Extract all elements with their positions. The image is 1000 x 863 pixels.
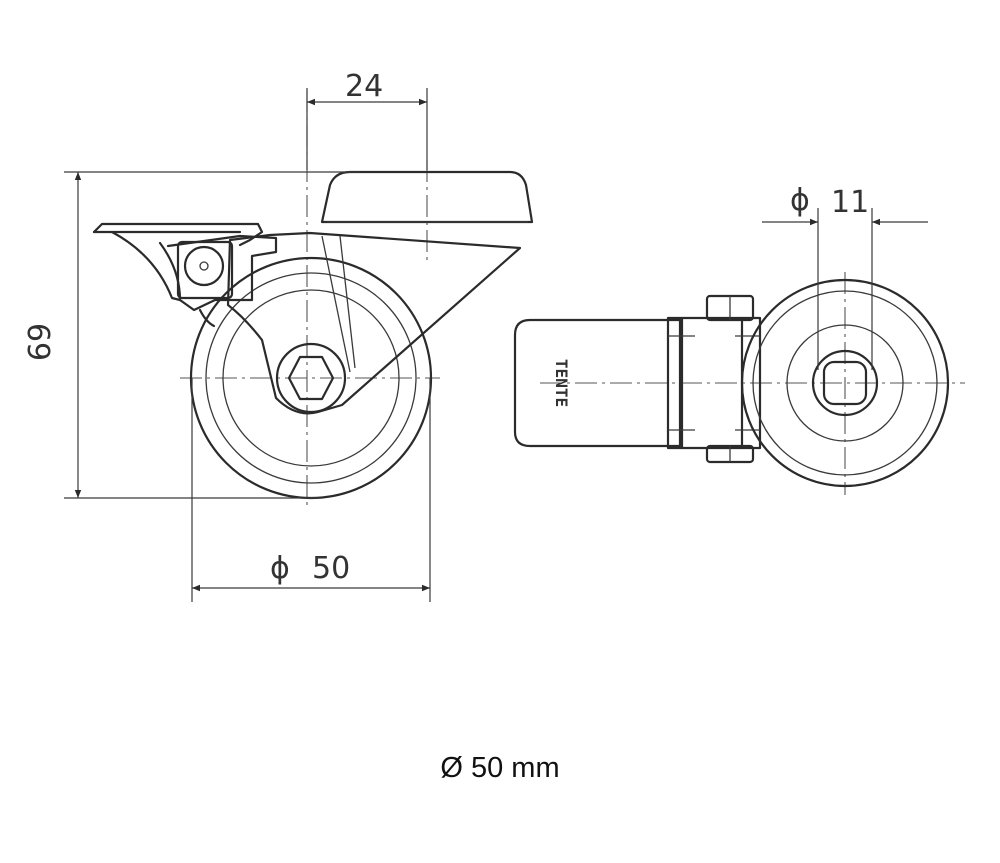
wheel-diameter-label: 50 — [312, 551, 350, 586]
caster-front-view: TENTE ϕ 11 — [513, 183, 965, 495]
wheel-diameter-symbol: ϕ — [270, 551, 290, 586]
caster-side-view: 24 69 ϕ 50 — [23, 69, 534, 602]
axle-nut-side — [287, 355, 335, 401]
mounting-cap-side — [320, 170, 534, 224]
offset-dimension-label: 24 — [345, 69, 383, 104]
wheel-side — [189, 256, 433, 500]
fork-side — [226, 231, 522, 415]
brand-mark: TENTE — [552, 359, 571, 407]
height-dimension-label: 69 — [23, 323, 58, 361]
fork-front — [666, 294, 762, 464]
hole-diameter-symbol: ϕ — [790, 183, 810, 218]
hole-diameter-label: 11 — [831, 185, 869, 220]
size-caption: Ø 50 mm — [440, 752, 560, 784]
wheel-front — [740, 278, 950, 488]
brake-lever — [92, 222, 278, 328]
brake-body-front — [513, 318, 682, 448]
